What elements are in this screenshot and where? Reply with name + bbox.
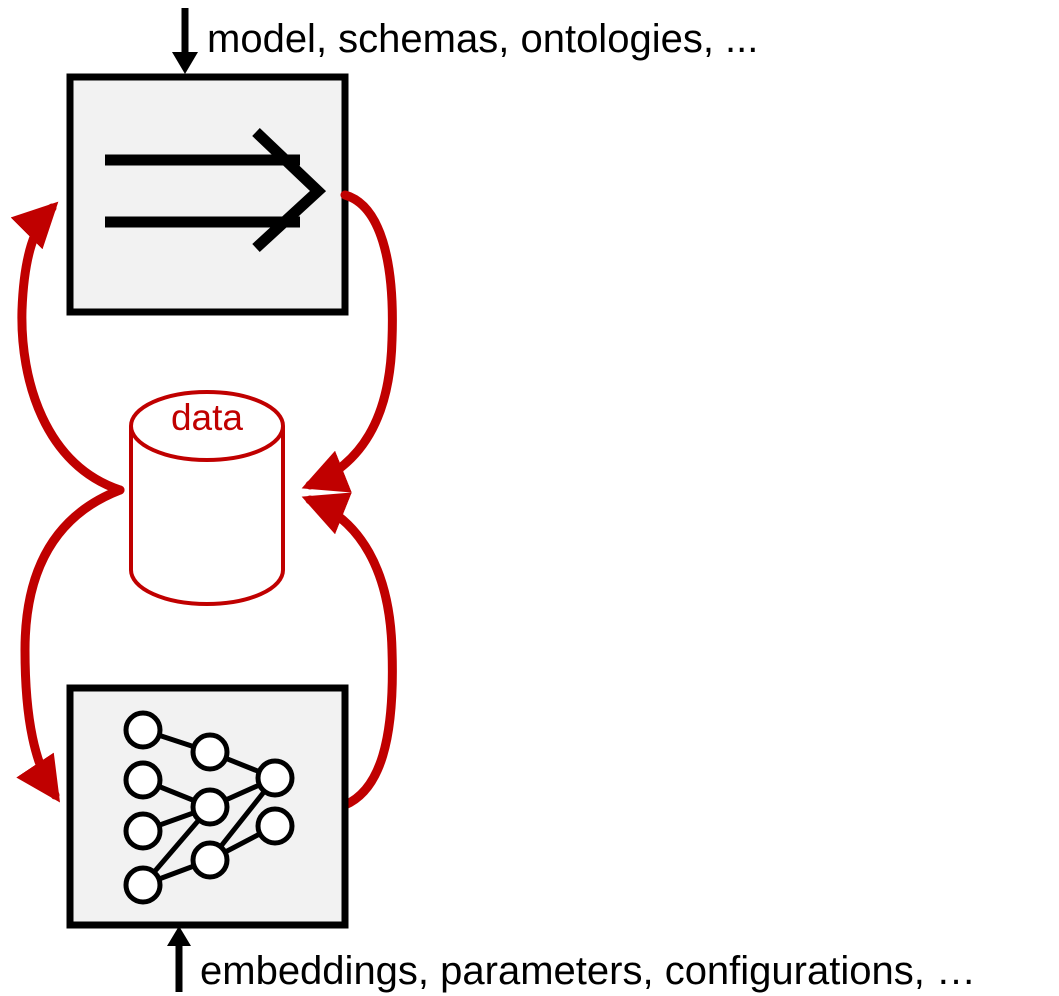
- arrow-symbolic-to-data: [301, 190, 397, 493]
- bottom-input-arrow: [167, 926, 191, 992]
- data-label: data: [171, 397, 243, 438]
- arrow-data-to-symbolic: [10, 201, 125, 495]
- top-label: model, schemas, ontologies, ...: [207, 17, 758, 61]
- top-input-arrow: [172, 8, 198, 74]
- cycle-arrows: [10, 190, 397, 810]
- neural-network-icon: [123, 710, 295, 905]
- symbolic-reasoning-box: [66, 73, 349, 316]
- arrow-data-to-neural: [16, 485, 125, 803]
- arrow-neural-to-data: [301, 492, 397, 810]
- database-cylinder-icon: [129, 390, 285, 606]
- neural-learning-box: [66, 684, 349, 929]
- implies-arrow-icon: [105, 128, 327, 253]
- bottom-label: embeddings, parameters, configurations, …: [200, 949, 976, 993]
